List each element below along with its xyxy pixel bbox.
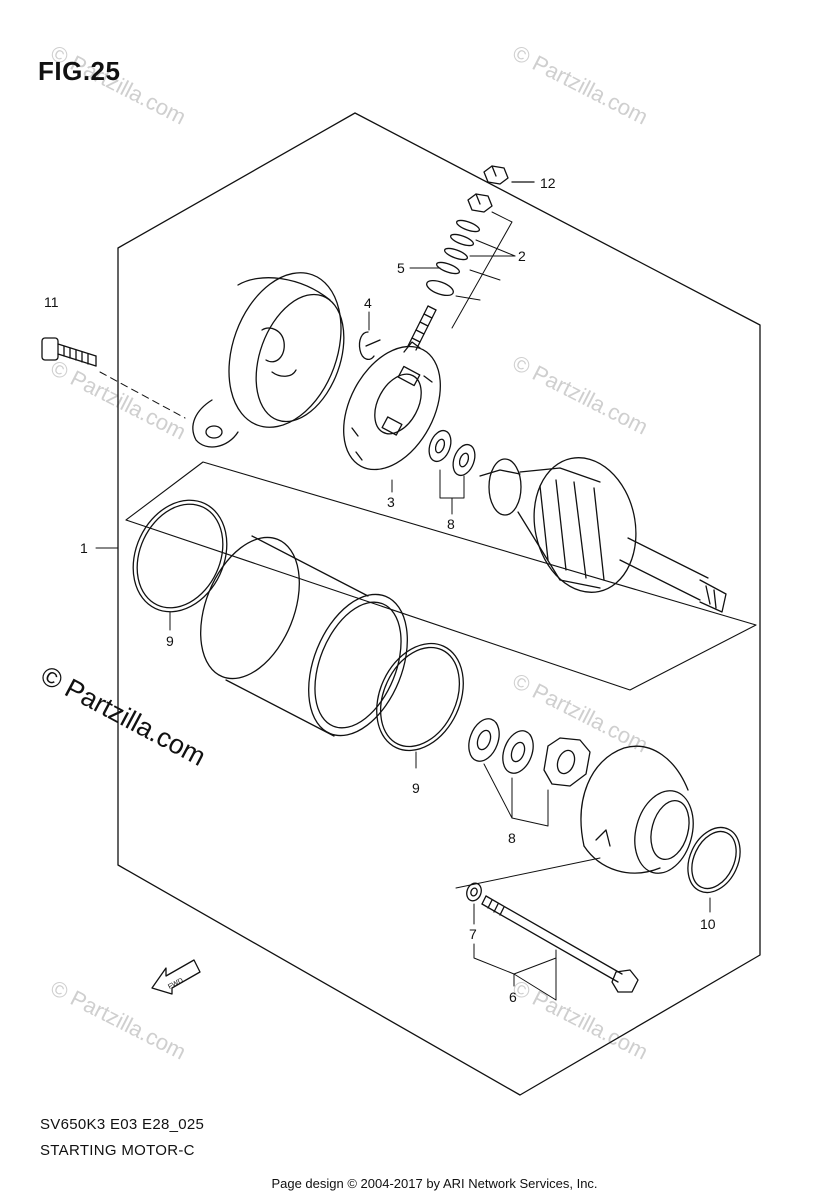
diagram-subtitle: STARTING MOTOR-C — [40, 1142, 195, 1159]
leader-8-lower — [483, 763, 549, 827]
callout-12: 12 — [540, 175, 556, 191]
callout-3: 3 — [387, 494, 395, 510]
terminal-bolt-icon — [403, 305, 437, 353]
callout-8-lower: 8 — [508, 830, 516, 846]
callout-2: 2 — [518, 248, 526, 264]
axis-line — [455, 857, 601, 889]
figure-title: FIG.25 — [38, 56, 121, 86]
washers-8-upper-icon — [428, 429, 476, 477]
washer-stack-icon — [426, 219, 481, 297]
bolt-11-axis — [99, 371, 186, 419]
yoke-housing-icon — [200, 535, 408, 737]
callout-5: 5 — [397, 260, 405, 276]
callout-9-lower: 9 — [412, 780, 420, 796]
armature-frame — [125, 461, 757, 691]
callout-4: 4 — [364, 295, 372, 311]
callout-7: 7 — [469, 926, 477, 942]
brush-holder-3-icon — [343, 345, 441, 471]
callout-9-upper: 9 — [166, 633, 174, 649]
front-bracket-icon — [580, 745, 694, 874]
washers-8-lower-icon — [468, 718, 591, 787]
callout-8-upper: 8 — [447, 516, 455, 532]
nut-icon — [467, 193, 493, 213]
callout-10: 10 — [700, 916, 716, 932]
callout-6: 6 — [509, 989, 517, 1005]
model-code: SV650K3 E03 E28_025 — [40, 1116, 205, 1133]
through-bolt-6-icon — [481, 895, 639, 993]
leader-2 — [451, 211, 513, 329]
callout-11: 11 — [44, 294, 59, 310]
clip-4-icon — [358, 331, 381, 361]
leader-6 — [473, 943, 557, 975]
rear-cover-icon — [192, 272, 345, 448]
armature-icon — [479, 457, 727, 613]
leader-8-upper — [439, 469, 465, 499]
assembly-frame — [117, 112, 761, 1096]
o-ring-9-left-icon — [132, 499, 228, 613]
washer-7-icon — [466, 882, 482, 902]
bolt-11-icon — [41, 337, 97, 367]
callout-1: 1 — [80, 540, 88, 556]
footer-copyright: Page design © 2004-2017 by ARI Network S… — [271, 1176, 598, 1191]
o-ring-9-right-icon — [376, 642, 464, 752]
o-ring-10-icon — [687, 826, 741, 894]
fwd-arrow-icon — [151, 959, 201, 995]
nut-12-icon — [483, 165, 509, 185]
